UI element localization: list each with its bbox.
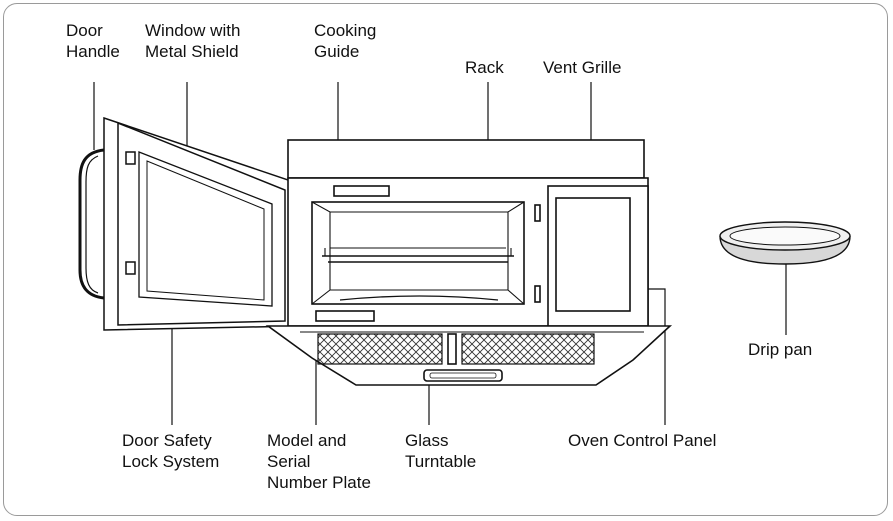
- label-vent-grille: Vent Grille: [543, 58, 622, 77]
- label-cooking-guide: Cooking Guide: [314, 21, 377, 61]
- label-door-handle: Door Handle: [66, 21, 120, 61]
- label-door-safety-lock-system: Door Safety Lock System: [122, 431, 220, 471]
- oven-door: [78, 116, 304, 331]
- label-glass-turntable: Glass Turntable: [405, 431, 477, 471]
- label-drip-pan: Drip pan: [748, 340, 813, 359]
- label-model-serial-plate: Model and Serial Number Plate: [267, 431, 371, 492]
- microwave-body: [265, 139, 673, 386]
- label-oven-control-panel: Oven Control Panel: [568, 431, 717, 450]
- drip-pan-illustration: [719, 221, 851, 265]
- diagram-frame: [3, 3, 888, 516]
- label-rack: Rack: [465, 58, 504, 77]
- label-window-metal-shield: Window with Metal Shield: [145, 21, 241, 61]
